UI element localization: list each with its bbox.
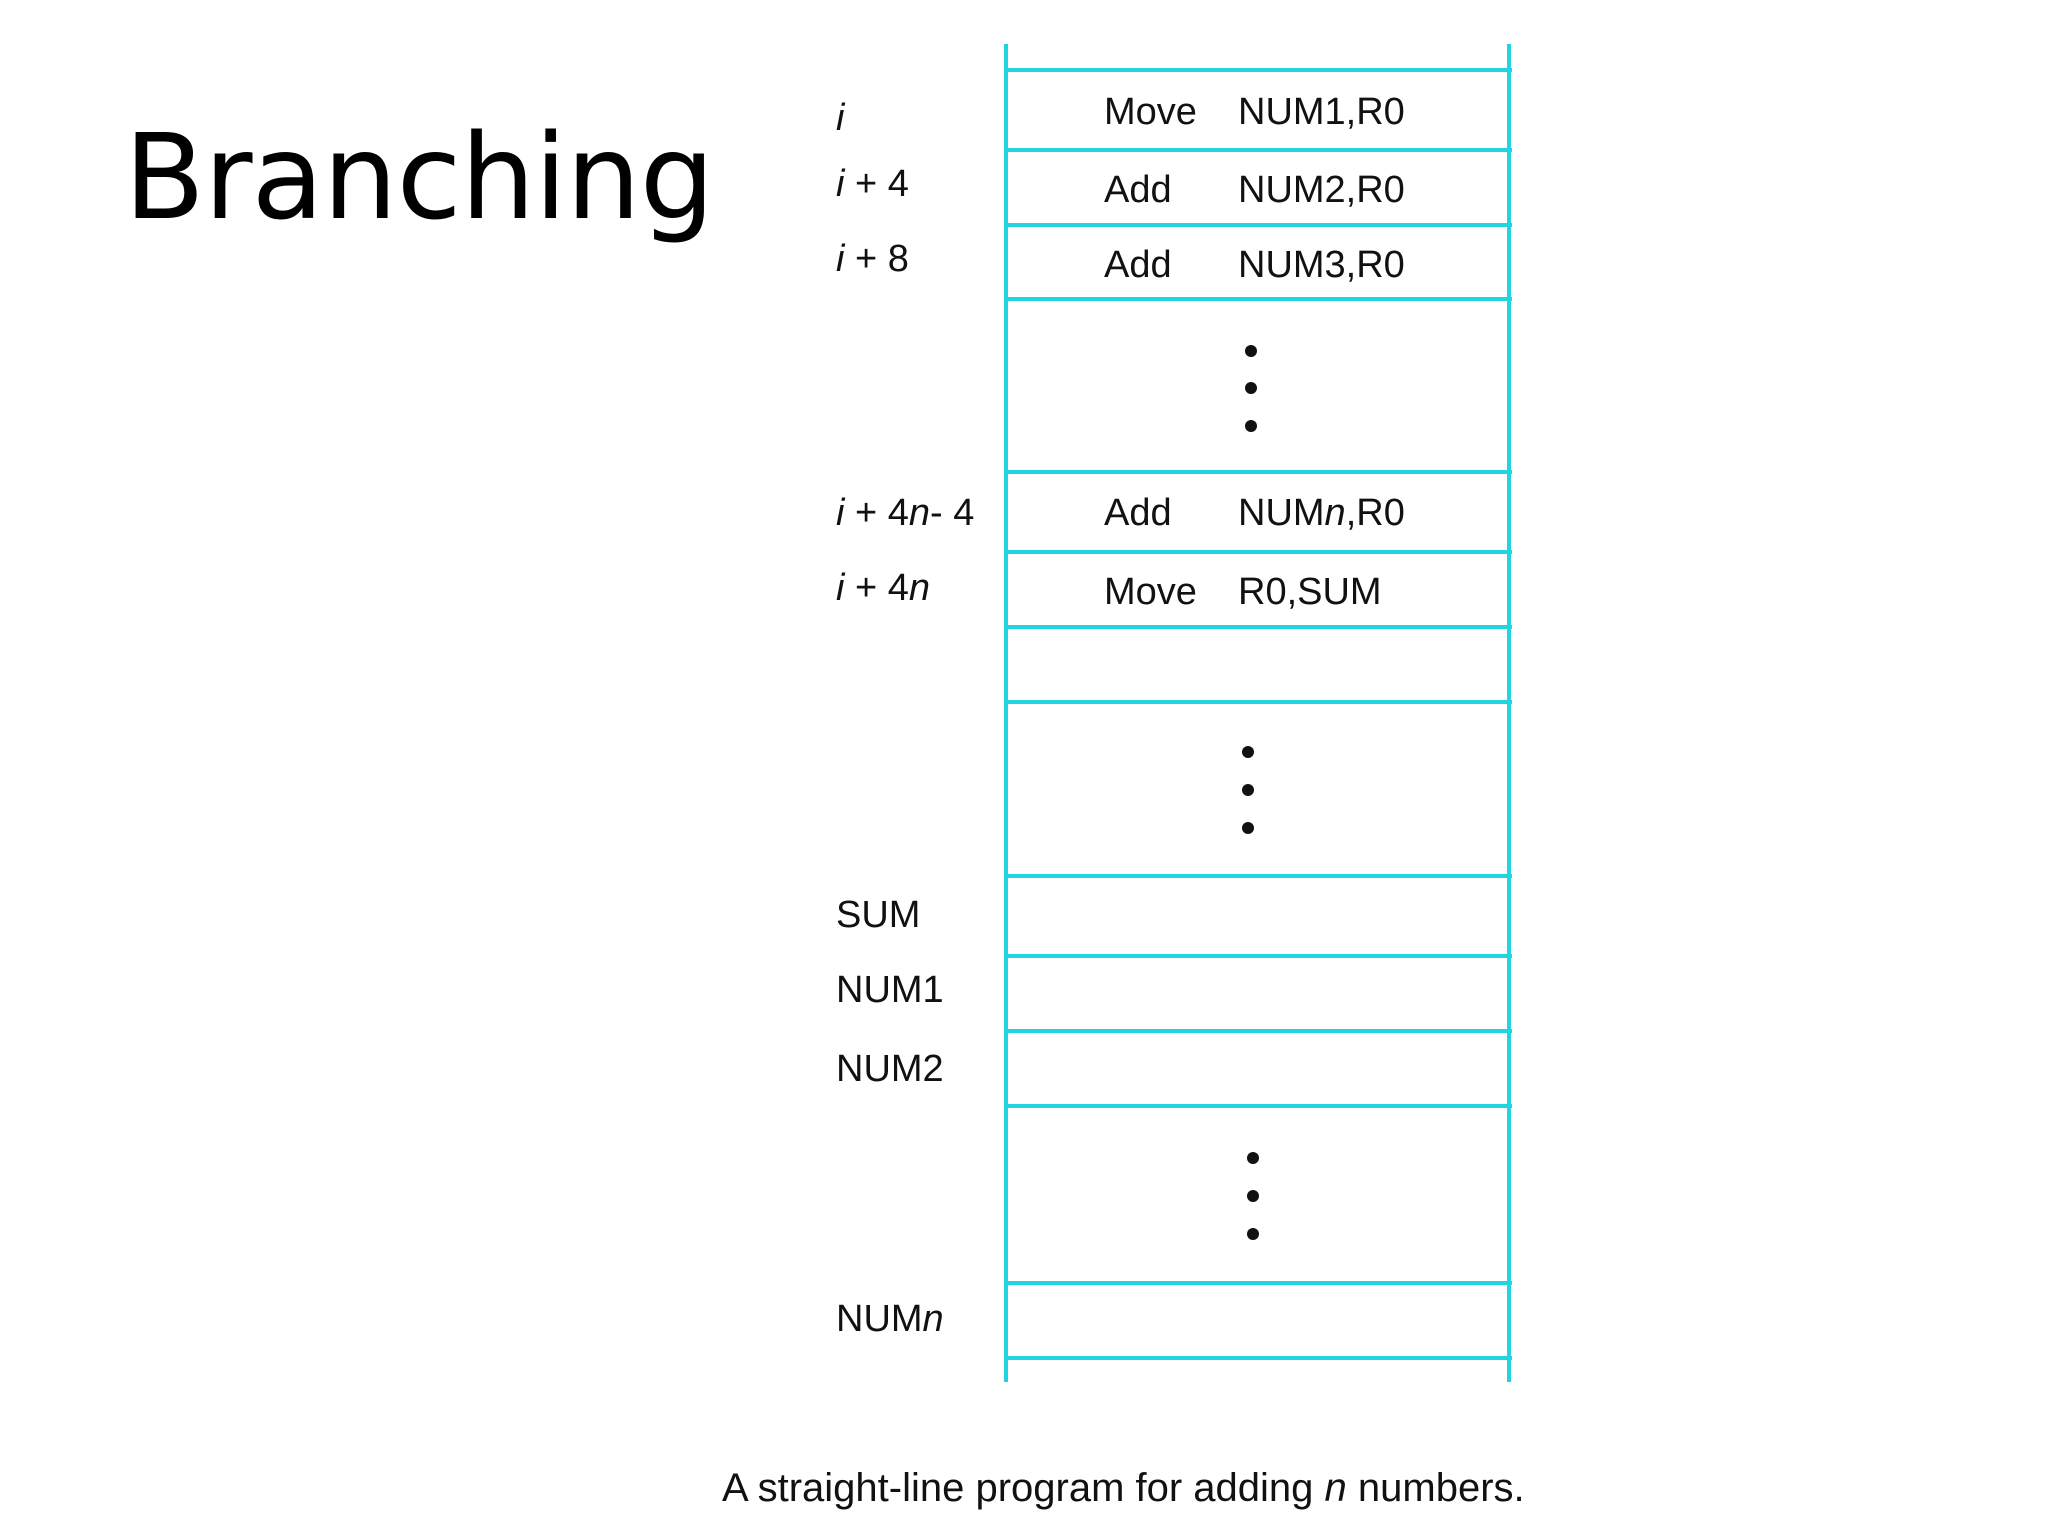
address-label-num2: NUM2 bbox=[836, 1048, 944, 1090]
row-divider bbox=[1006, 148, 1512, 152]
row-divider bbox=[1006, 1104, 1512, 1108]
row-divider bbox=[1006, 297, 1512, 301]
instruction-operand: NUM2,R0 bbox=[1238, 169, 1405, 211]
row-divider bbox=[1006, 625, 1512, 629]
ellipsis-dot bbox=[1242, 822, 1254, 834]
memory-right-border bbox=[1507, 44, 1511, 1382]
address-label-num1: NUM1 bbox=[836, 969, 944, 1011]
ellipsis-dot bbox=[1242, 784, 1254, 796]
address-label-i-plus-4n-minus-4: i + 4n- 4 bbox=[836, 492, 975, 534]
row-divider bbox=[1006, 1281, 1512, 1285]
row-divider bbox=[1006, 700, 1512, 704]
ellipsis-dot bbox=[1247, 1228, 1259, 1240]
instruction-op: Move bbox=[1104, 571, 1197, 613]
ellipsis-dot bbox=[1245, 382, 1257, 394]
address-label-i-plus-4n: i + 4n bbox=[836, 567, 931, 609]
ellipsis-dot bbox=[1245, 420, 1257, 432]
instruction-operand: NUM1,R0 bbox=[1238, 91, 1405, 133]
instruction-operand: NUMn,R0 bbox=[1238, 492, 1405, 534]
instruction-operand: R0,SUM bbox=[1238, 571, 1382, 613]
row-divider bbox=[1006, 470, 1512, 474]
row-divider bbox=[1006, 1029, 1512, 1033]
instruction-op: Move bbox=[1104, 91, 1197, 133]
instruction-op: Add bbox=[1104, 169, 1172, 211]
address-label-i-plus-4: i + 4 bbox=[836, 163, 909, 205]
row-divider bbox=[1006, 874, 1512, 878]
ellipsis-dot bbox=[1247, 1190, 1259, 1202]
row-divider bbox=[1006, 954, 1512, 958]
instruction-operand: NUM3,R0 bbox=[1238, 244, 1405, 286]
slide-title: Branching bbox=[124, 108, 715, 246]
instruction-op: Add bbox=[1104, 244, 1172, 286]
row-divider bbox=[1006, 223, 1512, 227]
address-label-i: i bbox=[836, 97, 845, 139]
figure-caption: A straight-line program for adding n num… bbox=[722, 1466, 1525, 1510]
row-divider bbox=[1006, 68, 1512, 72]
memory-left-border bbox=[1004, 44, 1008, 1382]
address-label-i-plus-8: i + 8 bbox=[836, 238, 909, 280]
row-divider bbox=[1006, 550, 1512, 554]
address-label-sum: SUM bbox=[836, 894, 921, 936]
ellipsis-dot bbox=[1245, 345, 1257, 357]
ellipsis-dot bbox=[1247, 1152, 1259, 1164]
address-label-numn: NUMn bbox=[836, 1298, 944, 1340]
instruction-op: Add bbox=[1104, 492, 1172, 534]
row-divider bbox=[1006, 1356, 1512, 1360]
ellipsis-dot bbox=[1242, 746, 1254, 758]
